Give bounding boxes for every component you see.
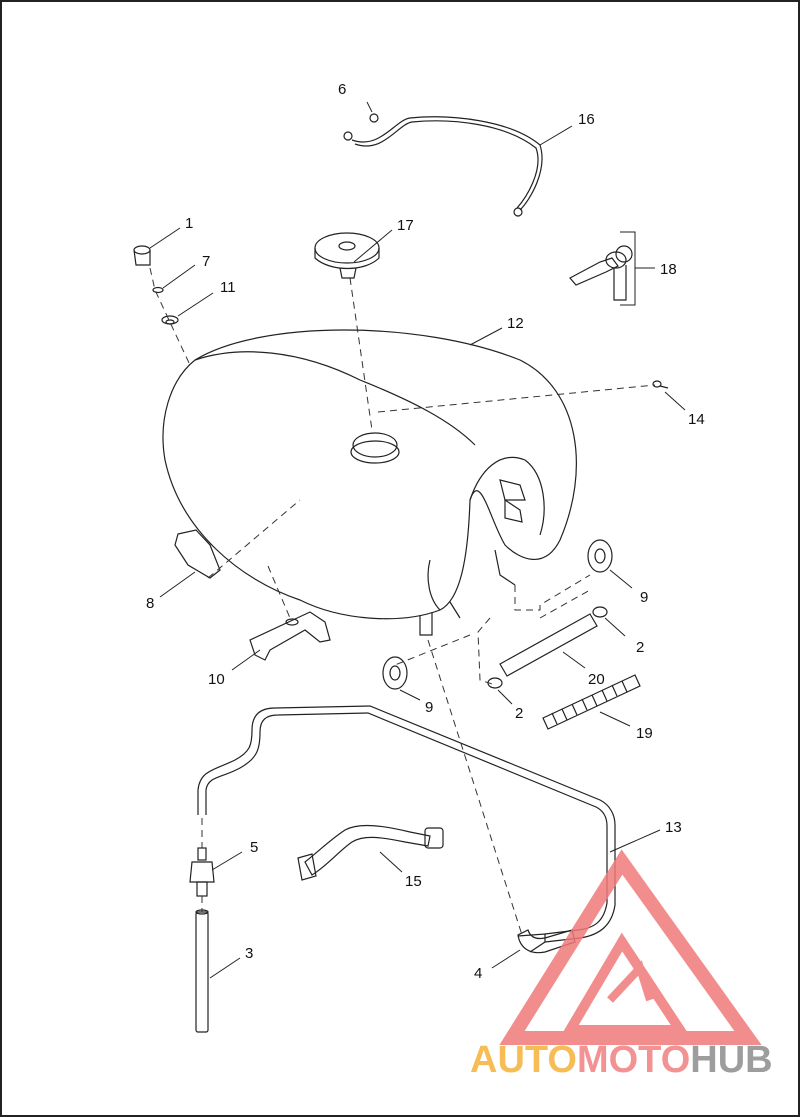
- callout-7: 7: [202, 253, 210, 270]
- spring-sleeve: [542, 674, 641, 730]
- callout-20: 20: [588, 671, 605, 688]
- callout-12: 12: [507, 315, 524, 332]
- callout-10: 10: [208, 671, 225, 688]
- callout-16: 16: [578, 111, 595, 128]
- callout-4: 4: [474, 965, 482, 982]
- vent-hose: [499, 613, 598, 677]
- rubber-bumper-upper: [587, 539, 613, 573]
- callout-2-upper: 2: [636, 639, 644, 656]
- mount-hardware: [133, 245, 179, 325]
- callout-9-upper: 9: [640, 589, 648, 606]
- watermark-moto: MOTO: [577, 1039, 690, 1081]
- callout-9-lower: 9: [425, 699, 433, 716]
- fuel-line: [197, 705, 616, 953]
- watermark-hub: HUB: [690, 1039, 772, 1081]
- callout-19: 19: [636, 725, 653, 742]
- watermark-auto: AUTO: [470, 1039, 577, 1081]
- key-set: [569, 231, 636, 306]
- ground-strap: [343, 113, 543, 217]
- watermark: AUTOMOTOHUB: [470, 849, 773, 1081]
- mount-bracket: [249, 611, 331, 661]
- callout-14: 14: [688, 411, 705, 428]
- callout-17: 17: [397, 217, 414, 234]
- callout-13: 13: [665, 819, 682, 836]
- fuel-cap: [314, 232, 380, 279]
- assembly-lines: [149, 267, 656, 936]
- watermark-text: AUTOMOTOHUB: [470, 1039, 773, 1081]
- leader-lines: [149, 101, 686, 979]
- callout-8: 8: [146, 595, 154, 612]
- fuel-tank: [162, 329, 577, 636]
- callout-6: 6: [338, 81, 346, 98]
- watermark-logo: [499, 849, 762, 1045]
- callout-2-lower: 2: [515, 705, 523, 722]
- callout-labels: 1 2 2 3 4 5 6 7 8 9 9 10 11 12 13 14 15 …: [146, 81, 705, 982]
- screw: [652, 380, 669, 389]
- callout-15: 15: [405, 873, 422, 890]
- callout-11: 11: [220, 279, 236, 296]
- callout-1: 1: [185, 215, 193, 232]
- callout-18: 18: [660, 261, 677, 278]
- rubber-bumper-lower: [382, 656, 408, 690]
- heat-shield: [174, 529, 221, 579]
- drain-tube: [195, 909, 209, 1033]
- fuel-valve: [189, 847, 215, 897]
- hose-clamp-upper: [592, 606, 608, 618]
- callout-3: 3: [245, 945, 253, 962]
- callout-5: 5: [250, 839, 258, 856]
- formed-hose: [297, 824, 444, 881]
